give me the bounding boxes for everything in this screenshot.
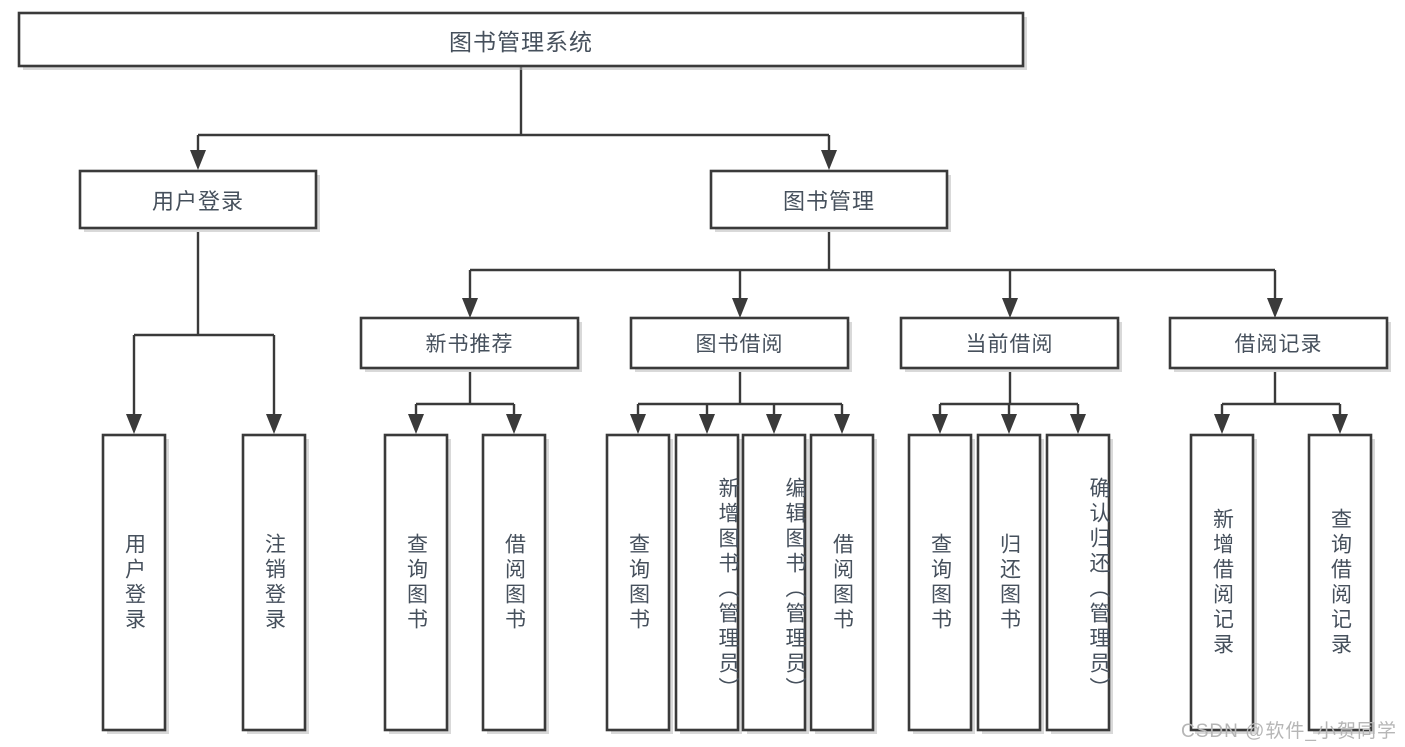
arrowhead-bb-leaf-4 (834, 414, 850, 434)
leaf-shape-cb-1 (907, 433, 973, 732)
arrowhead-br-leaf-1 (1214, 414, 1230, 434)
leaf-shape-cb-2 (976, 433, 1042, 732)
arrowhead-bb-leaf-2 (699, 414, 715, 434)
leaf-shape-bb-4 (809, 433, 875, 732)
arrowhead-nb-leaf-1 (408, 414, 424, 434)
leaf-shape-user-login (101, 433, 167, 732)
arrowhead-current-borrow (1002, 298, 1018, 318)
node-book-manage[interactable] (711, 171, 947, 228)
leaf-node-cb-return-book[interactable] (978, 435, 1040, 730)
arrowhead-bb-leaf-1 (630, 414, 646, 434)
book-manage-shape (709, 169, 949, 230)
leaf-shape-nb-1 (383, 433, 449, 732)
arrowhead-cb-leaf-2 (1001, 414, 1017, 434)
leaf-node-bb-add-book[interactable] (676, 435, 738, 730)
leaf-shape-cb-3 (1045, 433, 1111, 732)
arrowhead-book-borrow (732, 298, 748, 318)
book-borrow-shape (629, 316, 850, 370)
node-current-borrow[interactable] (901, 318, 1118, 368)
arrowhead-cb-leaf-1 (932, 414, 948, 434)
leaf-shape-bb-2 (674, 433, 740, 732)
connector-layer (126, 66, 1348, 434)
arrowhead-leaf-user-login (126, 414, 142, 434)
leaf-node-br-query-record[interactable] (1309, 435, 1371, 730)
root-shape (17, 11, 1025, 68)
leaf-node-nb-borrow-book[interactable] (483, 435, 545, 730)
leaf-node-bb-query-book[interactable] (607, 435, 669, 730)
arrowhead-new-book (462, 298, 478, 318)
arrowhead-bb-leaf-3 (766, 414, 782, 434)
arrowhead-cb-leaf-3 (1070, 414, 1086, 434)
csdn-watermark: CSDN @软件_小贺同学 (1181, 721, 1397, 742)
leaf-node-br-add-record[interactable] (1191, 435, 1253, 730)
current-borrow-shape (899, 316, 1120, 370)
leaf-node-bb-borrow-book[interactable] (811, 435, 873, 730)
arrowhead-nb-leaf-2 (506, 414, 522, 434)
arrowhead-book-manage (821, 150, 837, 170)
leaf-shape-logout (241, 433, 307, 732)
new-book-shape (359, 316, 580, 370)
arrowhead-br-leaf-2 (1332, 414, 1348, 434)
node-borrow-record[interactable] (1170, 318, 1387, 368)
arrowhead-borrow-record (1267, 298, 1283, 318)
user-login-shape (78, 169, 318, 230)
leaf-node-bb-edit-book[interactable] (743, 435, 805, 730)
arrowhead-user-login (190, 150, 206, 170)
leaf-shape-br-1 (1189, 433, 1255, 732)
leaf-node-cb-confirm-return[interactable] (1047, 435, 1109, 730)
leaf-shape-nb-2 (481, 433, 547, 732)
leaf-node-user-login[interactable] (103, 435, 165, 730)
node-book-borrow[interactable] (631, 318, 848, 368)
node-shape-layer (17, 11, 1391, 734)
leaf-shape-bb-1 (605, 433, 671, 732)
leaf-node-logout[interactable] (243, 435, 305, 730)
leaf-node-nb-query-book[interactable] (385, 435, 447, 730)
leaf-shape-bb-3 (741, 433, 807, 732)
node-new-book-recommend[interactable] (361, 318, 578, 368)
leaf-shape-br-2 (1307, 433, 1373, 732)
leaf-node-cb-query-book[interactable] (909, 435, 971, 730)
node-root[interactable] (19, 13, 1023, 66)
node-user-login[interactable] (80, 171, 316, 228)
arrowhead-leaf-logout (266, 414, 282, 434)
borrow-record-shape (1168, 316, 1389, 370)
